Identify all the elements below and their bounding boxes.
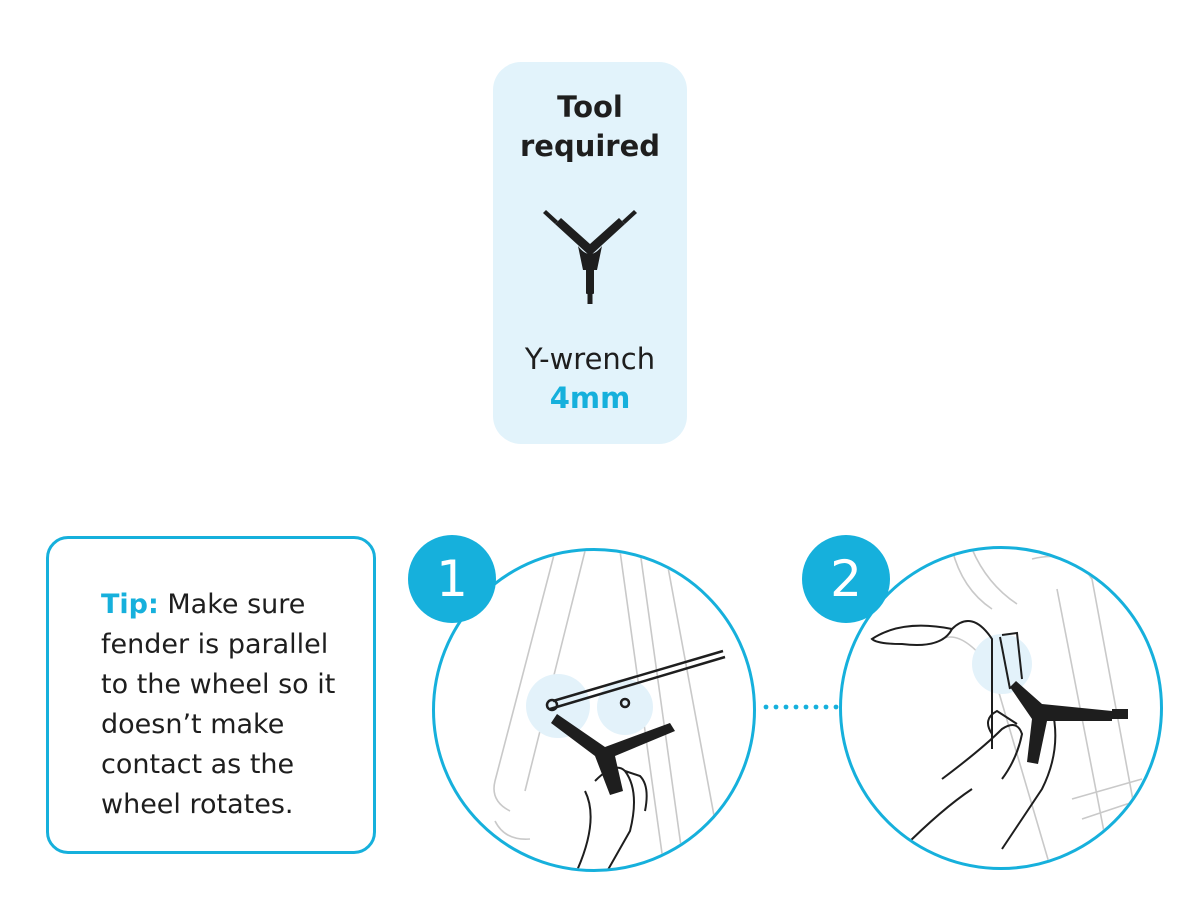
step-2-illustration xyxy=(839,546,1163,870)
tool-required-card: Tool required Y-wrench 4mm xyxy=(493,62,687,444)
step-1-illustration xyxy=(432,548,756,872)
tip-label: Tip: xyxy=(101,589,159,620)
tool-title-line2: required xyxy=(519,129,661,163)
tip-box: Tip: Make sure fender is parallel to the… xyxy=(46,536,376,854)
tip-text: Tip: Make sure fender is parallel to the… xyxy=(101,585,361,825)
tool-name: Y-wrench xyxy=(524,342,656,376)
step-1-drawing xyxy=(493,551,726,869)
step-connector-dots xyxy=(763,704,839,710)
tip-body: Make sure fender is parallel to the whee… xyxy=(101,589,336,820)
tool-title-line1: Tool xyxy=(557,90,623,124)
step-1-badge: 1 xyxy=(408,535,496,623)
tool-size: 4mm xyxy=(549,381,631,415)
step-2-badge: 2 xyxy=(802,535,890,623)
y-wrench-icon xyxy=(543,210,637,304)
tool-required-title: Tool required xyxy=(493,88,687,166)
step-2-drawing xyxy=(870,549,1143,867)
